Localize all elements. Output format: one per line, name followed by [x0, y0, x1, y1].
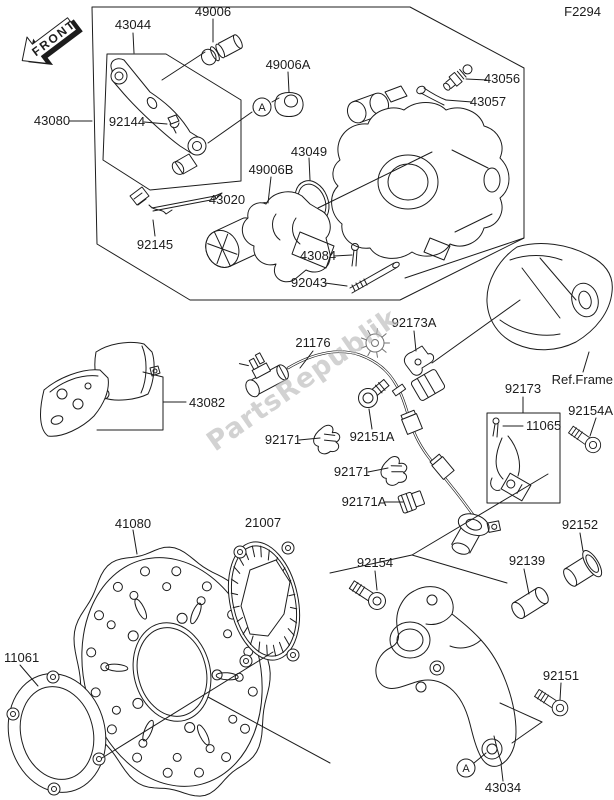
frame-reference-drawing: [486, 243, 613, 351]
damper-92171a-drawing: [397, 490, 425, 514]
watermark-gear-icon: [360, 328, 390, 358]
frame-reference-label: Ref.Frame: [552, 372, 613, 387]
front-direction-arrow: FRONT: [21, 17, 83, 65]
label-11061: 11061: [4, 650, 39, 665]
label-92139: 92139: [509, 553, 545, 568]
view-marker-a-bottom-label: A: [462, 763, 470, 775]
caliper-bracket-drawing: [375, 586, 517, 767]
view-marker-a-top: A: [252, 97, 272, 117]
label-92145: 92145: [137, 237, 173, 252]
clamp-92171-first: [310, 423, 343, 456]
label-43049: 43049: [291, 144, 327, 159]
label-11065: 11065: [526, 418, 561, 433]
label-21007: 21007: [245, 515, 281, 530]
label-92173: 92173: [505, 381, 541, 396]
label-49006a: 49006A: [266, 57, 311, 72]
label-92154a: 92154A: [568, 403, 613, 418]
pad-spring-drawing: [129, 186, 223, 215]
label-92171-second: 92171: [334, 464, 370, 479]
label-21176: 21176: [295, 335, 330, 350]
caliper-body-drawing: [241, 64, 510, 283]
part-number-labels: 49006 43044 49006A 43080 92144 43056 430…: [4, 4, 613, 795]
sensor-rotor-drawing: [227, 541, 301, 668]
holder-subassembly-drawing: [110, 18, 304, 175]
label-43057: 43057: [470, 94, 506, 109]
caliper-assembly-boundary: [91, 6, 525, 301]
label-92171a: 92171A: [342, 494, 387, 509]
bushing-92139-drawing: [511, 587, 549, 619]
label-43034: 43034: [485, 780, 521, 795]
bolt-92154a-drawing: [566, 422, 605, 457]
bolt-92151-drawing: [532, 685, 572, 720]
figure-code: F2294: [564, 4, 601, 19]
brake-disc-drawing: [73, 546, 271, 797]
label-92173a: 92173A: [392, 315, 437, 330]
label-92152: 92152: [562, 517, 598, 532]
pad-pin-drawing: [349, 243, 400, 294]
label-41080: 41080: [115, 516, 151, 531]
label-49006b: 49006B: [249, 162, 294, 177]
label-43084: 43084: [300, 248, 336, 263]
label-92144: 92144: [109, 114, 145, 129]
collar-92152-drawing: [563, 550, 603, 587]
clamp-92171-second: [377, 453, 411, 489]
label-92151a: 92151A: [350, 429, 395, 444]
view-marker-a-bottom: A: [456, 752, 487, 778]
label-92151: 92151: [543, 668, 579, 683]
label-49006: 49006: [195, 4, 231, 19]
leader-lines: [19, 32, 597, 782]
gasket-drawing: [6, 670, 107, 796]
label-92171-first: 92171: [265, 432, 301, 447]
label-92154: 92154: [357, 555, 393, 570]
label-43044: 43044: [115, 17, 151, 32]
label-43082: 43082: [189, 395, 225, 410]
view-marker-a-top-label: A: [258, 102, 266, 114]
bolt-92154-drawing: [346, 577, 390, 614]
label-43056: 43056: [484, 71, 520, 86]
bolt-92151a-drawing: [358, 379, 390, 408]
label-43080: 43080: [34, 113, 70, 128]
label-43020: 43020: [209, 192, 245, 207]
label-92043: 92043: [291, 275, 327, 290]
abs-sensor-assembly-drawing: [238, 350, 502, 555]
brake-pads-drawing: [40, 341, 187, 437]
clamp-92173a-drawing: [403, 345, 445, 401]
